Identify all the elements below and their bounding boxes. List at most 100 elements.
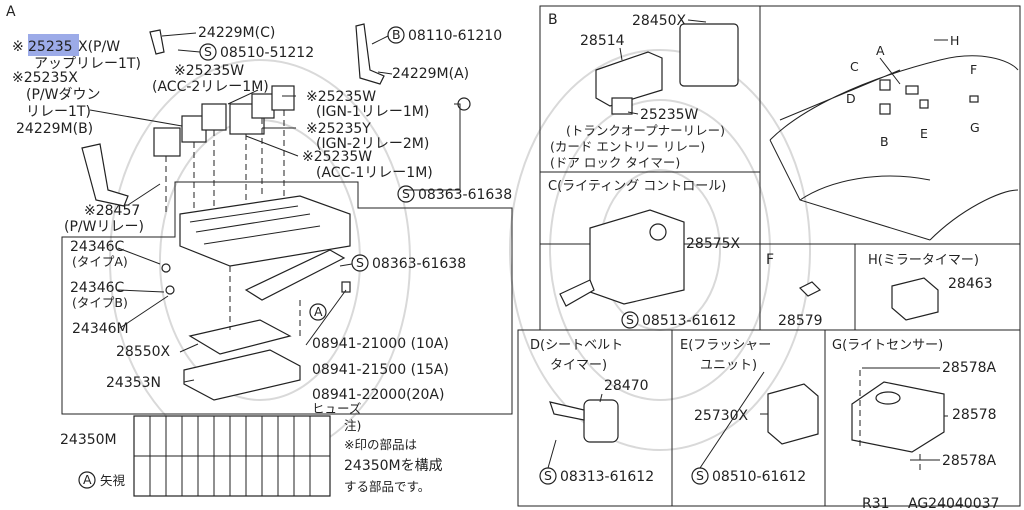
callout-28579: 28579 <box>778 313 823 329</box>
panel-f: F 28579 <box>766 252 823 329</box>
right-panel-frames <box>517 5 1021 507</box>
callout-28575x: 28575X <box>686 236 741 252</box>
assembly-lines <box>165 110 285 214</box>
panel-a: A ※ 25235 X(P/W アップリレー1T) 24229M(C) S 08… <box>6 4 513 497</box>
callout-fuse-10a: 08941-21000 (10A) <box>312 336 449 352</box>
callout-pw-relay: (P/Wリレー) <box>64 219 144 235</box>
callout-25235w-acc1: ※25235W <box>302 149 372 165</box>
panel-c-title: C(ライティング コントロール) <box>548 179 726 194</box>
callout-08313-61612: 08313-61612 <box>560 469 654 485</box>
relay-part <box>251 93 275 119</box>
relay-part <box>201 103 227 131</box>
panel-e-title: E(フラッシャー <box>680 338 771 353</box>
location-e <box>919 99 929 109</box>
callout-08510-51212: 08510-51212 <box>220 45 314 61</box>
note-line-1: ※印の部品は <box>344 437 417 452</box>
location-a <box>905 85 919 95</box>
callout-24346c-a: 24346C <box>70 239 125 255</box>
car-leaders <box>879 39 948 85</box>
callout-25235y-ign2: ※25235Y <box>306 121 371 137</box>
callout-ign2-relay: (IGN-2リレー2M) <box>316 136 429 152</box>
panel-c: C(ライティング コントロール) 28575X S 08513-61612 <box>548 179 741 329</box>
panel-b-letter: B <box>548 12 558 28</box>
car-label-g: G <box>970 120 980 135</box>
cover-24353n <box>183 349 301 401</box>
panel-d-title: D(シートベルト <box>530 338 623 353</box>
panel-g-assembly <box>859 370 921 474</box>
panel-g: G(ライトセンサー) 28578A 28578 28578A <box>832 338 997 474</box>
callout-25730x: 25730X <box>694 408 749 424</box>
panel-e: E(フラッシャー ユニット) 25730X S 08510-61612 <box>680 338 819 485</box>
panel-d-leaders <box>547 393 603 469</box>
callout-28457: ※28457 <box>84 203 140 219</box>
callout-pw-up-relay: アップリレー1T) <box>34 56 141 72</box>
panel-b: B 28450X 28514 25235W (トランクオープナーリレー) (カー… <box>548 12 739 170</box>
callout-24350m: 24350M <box>60 432 117 448</box>
callout-28463: 28463 <box>948 276 993 292</box>
part-28579 <box>798 281 822 297</box>
callout-25235w-acc2: ※25235W <box>174 63 244 79</box>
panel-e-title-2: ユニット) <box>700 358 757 373</box>
callout-24346c-b: 24346C <box>70 280 125 296</box>
callout-pw-down: (P/Wダウン <box>26 87 100 103</box>
relay-28450x <box>679 23 739 87</box>
sensor-28578 <box>851 381 945 453</box>
callout-08513-61612: 08513-61612 <box>642 313 736 329</box>
callout-type-b: (タイプB) <box>72 295 128 310</box>
screw-symbol-label: S <box>356 255 364 270</box>
timer-28463 <box>891 277 939 321</box>
relay-part <box>271 85 295 111</box>
relay-25235w <box>611 97 633 115</box>
location-b <box>879 103 891 115</box>
panel-g-leaders <box>862 367 948 461</box>
fuse-label-sheet <box>133 415 331 497</box>
panel-b-leaders <box>619 19 707 115</box>
fuse-part <box>341 281 351 293</box>
junction-box-body <box>179 195 351 267</box>
screw-symbol-label: S <box>626 312 634 327</box>
flasher-25730x <box>767 383 819 445</box>
leader-lines <box>89 32 461 383</box>
view-arrow-marker: A <box>314 304 323 319</box>
board-28550x <box>188 319 292 355</box>
car-label-a: A <box>876 43 885 58</box>
screw-symbol-label: S <box>544 468 552 483</box>
callout-25235w-b: 25235W <box>640 107 699 123</box>
bolt-symbol-label: B <box>392 27 401 42</box>
car-label-c: C <box>850 59 859 74</box>
car-label-e: E <box>920 126 928 141</box>
car-outline <box>769 55 1019 241</box>
callout-card-entry: (カード エントリー リレー) <box>550 139 705 154</box>
assembly-lines-lower <box>229 266 301 340</box>
location-g <box>969 95 979 103</box>
panel-h: H(ミラータイマー) 28463 <box>868 253 993 321</box>
bracket-24229m-c <box>149 29 165 55</box>
highlight-box <box>28 34 79 56</box>
junction-box-detail <box>189 205 321 245</box>
fuse-label-grid <box>134 416 330 496</box>
fuse-holder-part <box>244 249 346 301</box>
callout-24346m: 24346M <box>72 321 129 337</box>
note-header: 注) <box>344 418 361 433</box>
callout-28470: 28470 <box>604 378 649 394</box>
bracket-28575x <box>559 279 595 307</box>
panel-d: D(シートベルト タイマー) 28470 S 08313-61612 <box>530 338 654 485</box>
footer-code: R31 <box>862 496 890 510</box>
callout-08110-61210: 08110-61210 <box>408 28 502 44</box>
timer-28470 <box>583 399 619 443</box>
callout-fuse-15a: 08941-21500 (15A) <box>312 362 449 378</box>
screw-symbol-label: S <box>402 186 410 201</box>
callout-relay-1t: リレー1T) <box>26 104 91 120</box>
callout-highlighted-part[interactable]: 25235 <box>28 39 73 55</box>
view-arrow-symbol-icon <box>78 471 96 489</box>
callout-28578a-lower: 28578A <box>942 453 997 469</box>
callout-25235x-down: ※25235X <box>12 70 78 86</box>
callout-28550x: 28550X <box>116 344 171 360</box>
bracket-28470 <box>549 401 585 421</box>
callout-08363-61638-upper: 08363-61638 <box>418 187 512 203</box>
screw-symbol-label: S <box>696 468 704 483</box>
clip-24346c-a <box>161 263 171 273</box>
callout-trunk-opener: (トランクオープナーリレー) <box>566 123 725 138</box>
callout-24229m-c: 24229M(C) <box>198 25 275 41</box>
